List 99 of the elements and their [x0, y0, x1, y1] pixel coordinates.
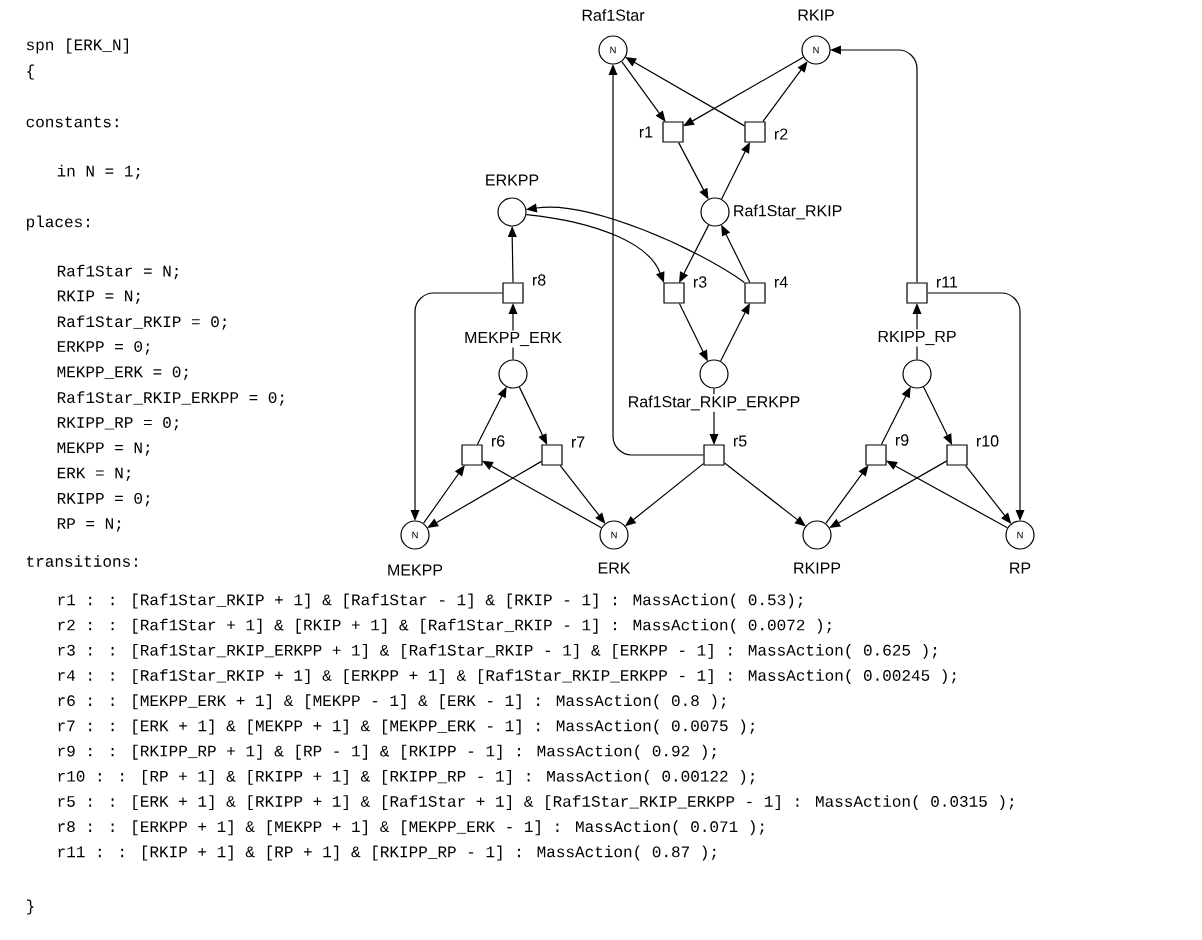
code-line: r3 : : [Raf1Star_RKIP_ERKPP + 1] & [Raf1Star_RKIP - 1] & [ERKPP - 1] : MassAction( 0.625 );	[58, 643, 937, 659]
code-line: }	[26, 899, 34, 915]
code-line: r9 : : [RKIPP_RP + 1] & [RP - 1] & [RKIPP - 1] : MassAction( 0.92 );	[58, 744, 716, 760]
arrow	[423, 465, 465, 524]
code-line: ERKPP = 0;	[57, 341, 150, 355]
arrow	[608, 64, 704, 456]
transition-box	[502, 282, 524, 304]
arrow	[482, 460, 602, 529]
transition-box	[946, 444, 968, 466]
place-circle	[497, 197, 527, 227]
place-label: RKIPP	[791, 561, 843, 575]
arrow	[525, 213, 665, 283]
transition-box	[744, 282, 766, 304]
code-line: spn [ERK_N]	[26, 38, 128, 54]
place-label: ERKPP	[483, 173, 541, 187]
place-label: Raf1Star	[580, 7, 646, 23]
arrow	[720, 303, 750, 362]
transition-box	[703, 444, 725, 466]
arrow	[410, 292, 503, 521]
arrow	[724, 462, 806, 527]
arrow	[880, 386, 911, 445]
arrow	[683, 56, 804, 127]
place-label: r1	[637, 125, 655, 139]
arrow	[678, 142, 709, 200]
arrow	[923, 386, 953, 445]
place-label: MEKPP	[385, 563, 445, 577]
code-line: {	[27, 64, 34, 80]
code-line: r2 : : [Raf1Star + 1] & [RKIP + 1] & [Raf1Star_RKIP - 1] : MassAction( 0.0072 );	[58, 618, 831, 634]
place-label: RP	[1007, 561, 1033, 575]
transition-box	[541, 444, 563, 466]
place-label: r8	[530, 273, 548, 287]
place-label: r11	[934, 275, 960, 289]
place-label: RKIPP_RP	[876, 329, 958, 347]
transition-box	[662, 121, 684, 143]
place-label: r5	[731, 434, 749, 448]
place-label: r9	[893, 433, 911, 447]
place-circle	[700, 197, 730, 227]
place-label: ERK	[596, 561, 632, 575]
transition-box	[663, 282, 685, 304]
code-line: r6 : : [MEKPP_ERK + 1] & [MEKPP - 1] & [ERK - 1] : MassAction( 0.8 );	[58, 694, 726, 710]
arrow	[927, 292, 1025, 521]
code-line: r7 : : [ERK + 1] & [MEKPP + 1] & [MEKPP_ERK - 1] : MassAction( 0.0075 );	[58, 719, 754, 735]
place-label: MEKPP_ERK	[462, 330, 564, 348]
code-line: constants:	[26, 116, 118, 128]
transition-box	[461, 444, 483, 466]
code-line: r11 : : [RKIP + 1] & [RP + 1] & [RKIPP_RP - 1] : MassAction( 0.87 );	[58, 845, 716, 861]
arrow	[625, 57, 745, 127]
code-line: r1 : : [Raf1Star_RKIP + 1] & [Raf1Star - 1] & [RKIP - 1] : MassAction( 0.53);	[58, 593, 802, 609]
arrow	[721, 224, 751, 283]
transition-box	[865, 444, 887, 466]
arrow	[476, 386, 507, 445]
place-circle	[902, 359, 932, 389]
code-line: Raf1Star_RKIP_ERKPP = 0;	[57, 391, 284, 406]
arrow	[507, 226, 517, 283]
code-line: r4 : : [Raf1Star_RKIP + 1] & [ERKPP + 1] & [Raf1Star_RKIP_ERKPP - 1] : MassAction( 0.00245 );	[58, 669, 956, 685]
transition-box	[906, 282, 928, 304]
transition-box	[744, 121, 766, 143]
code-line: in N = 1;	[57, 164, 140, 180]
place-circle	[699, 359, 729, 389]
code-line: RKIPP = 0;	[57, 492, 150, 507]
arrow	[825, 465, 869, 524]
place-label: r6	[489, 434, 507, 448]
arrow	[559, 465, 606, 524]
place-label: RKIP	[796, 8, 836, 22]
arrow	[829, 460, 947, 529]
place-label: r2	[772, 127, 790, 141]
place-circle	[498, 359, 528, 389]
arrow	[518, 386, 548, 445]
code-line: Raf1Star_RKIP = 0;	[57, 315, 226, 330]
place-circle	[802, 520, 832, 550]
code-line: ERK = N;	[57, 467, 130, 482]
arrow	[624, 463, 704, 527]
code-line: r8 : : [ERKPP + 1] & [MEKPP + 1] & [MEKPP_ERK - 1] : MassAction( 0.071 );	[58, 820, 764, 836]
arrow	[886, 460, 1008, 529]
arrow	[525, 203, 745, 283]
place-label: r10	[974, 434, 1001, 448]
arrow	[965, 465, 1012, 524]
code-line: RKIPP_RP = 0;	[57, 417, 178, 431]
place-label: r7	[569, 435, 587, 449]
place-label: r3	[691, 275, 709, 289]
code-line: Raf1Star = N;	[57, 264, 178, 280]
place-label: Raf1Star_RKIP_ERKPP	[626, 394, 802, 412]
arrow	[621, 61, 666, 122]
code-line: MEKPP_ERK = 0;	[57, 366, 188, 380]
code-line: transitions:	[27, 555, 137, 567]
code-line: r10 : : [RP + 1] & [RKIPP + 1] & [RKIPP_RP - 1] : MassAction( 0.00122 );	[58, 769, 754, 785]
arrow	[721, 142, 750, 200]
code-line: r5 : : [ERK + 1] & [RKIPP + 1] & [Raf1Star + 1] & [Raf1Star_RKIP_ERKPP - 1] : MassAction( 0.0315 );	[58, 795, 1014, 811]
code-line: MEKPP = N;	[57, 442, 150, 456]
arrow	[678, 303, 708, 362]
code-line: places:	[27, 215, 89, 231]
code-line: RP = N;	[57, 518, 121, 532]
place-label: Raf1Star_RKIP	[731, 203, 844, 221]
arrow	[679, 224, 710, 283]
code-line: RKIP = N;	[57, 290, 140, 304]
arrow	[427, 460, 542, 528]
place-label: r4	[772, 275, 790, 289]
arrow	[762, 61, 808, 122]
arrow	[830, 45, 918, 283]
